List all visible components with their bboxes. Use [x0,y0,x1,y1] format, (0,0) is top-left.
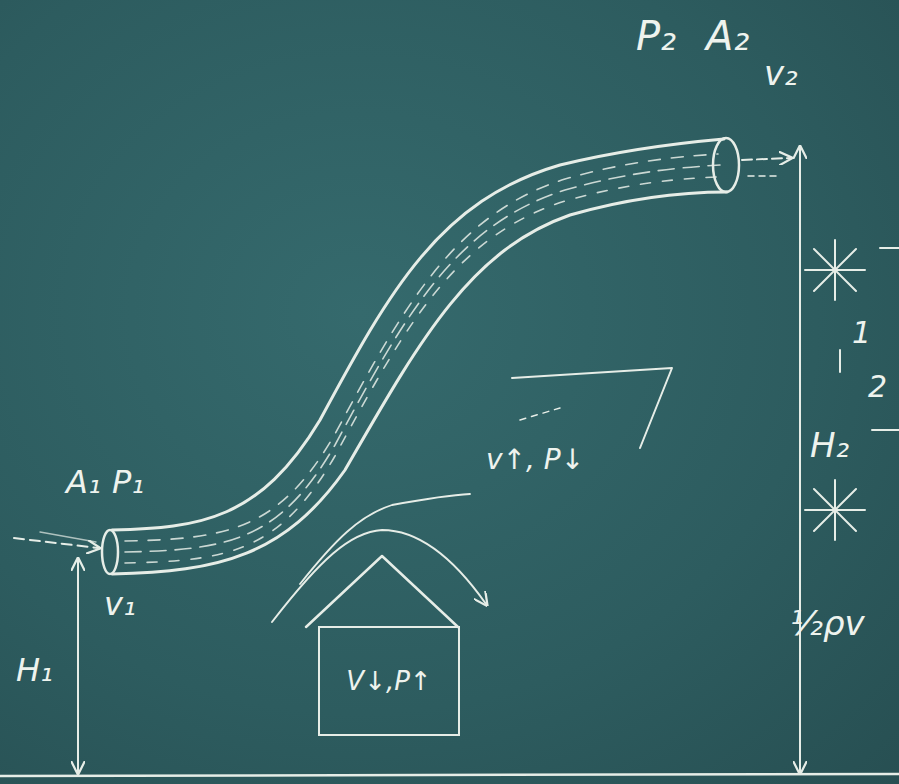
chalk-label: P₁ [112,466,144,498]
chalk-label: H₂ [810,428,849,462]
house-box: V↓,P↑ [318,626,460,736]
chalk-label: A₁ [66,466,101,498]
chalk-label: 2 [868,372,887,402]
chalk-label: A₂ [706,16,749,56]
chalk-label: H₁ [16,654,53,686]
chalk-label: v↑, P↓ [486,446,584,474]
chalk-label: ½ρv [790,606,865,640]
chalk-label: P₂ [636,16,676,56]
chalk-label: v₂ [764,56,798,90]
chalk-label: 1 [852,318,871,348]
chalk-label: v₁ [104,588,136,620]
box-text: V↓,P↑ [346,666,431,696]
